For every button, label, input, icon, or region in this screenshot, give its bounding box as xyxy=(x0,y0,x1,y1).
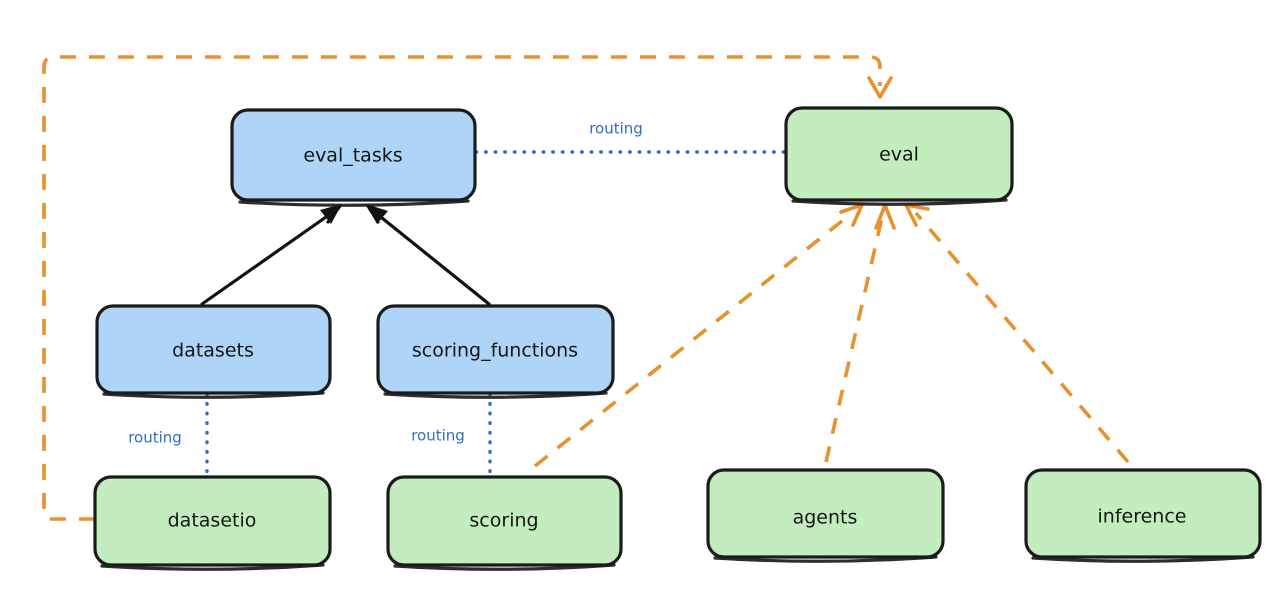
node-datasets-label: datasets xyxy=(172,340,254,362)
node-eval-label: eval xyxy=(879,144,919,166)
arrowhead-datasetio-eval xyxy=(867,76,893,99)
node-inference-shape xyxy=(1024,468,1262,559)
node-scoring-sketch xyxy=(393,563,616,571)
node-agents-shape xyxy=(706,468,945,559)
node-eval-shape xyxy=(784,106,1014,202)
node-eval-tasks-sketch xyxy=(238,199,470,207)
arrowhead-scoring-eval xyxy=(839,203,864,227)
edge-datasetio-to-eval xyxy=(42,55,893,521)
edge-agents-to-eval xyxy=(824,203,896,463)
node-agents[interactable]: agents xyxy=(706,468,945,563)
node-scoring-label: scoring xyxy=(469,510,538,532)
node-datasets-shape xyxy=(95,304,332,395)
node-eval-sketch xyxy=(791,198,1008,206)
node-datasetio-shape xyxy=(93,475,332,567)
node-scoring[interactable]: scoring xyxy=(386,475,623,571)
node-layer: eval_tasks eval datasets scoring_functio… xyxy=(93,106,1262,571)
node-datasetio-sketch xyxy=(100,563,325,571)
node-scoring-functions-sketch xyxy=(383,391,608,399)
node-eval-tasks-label: eval_tasks xyxy=(303,145,402,167)
edge-layer xyxy=(42,55,1130,521)
node-agents-sketch xyxy=(713,555,938,563)
node-datasetio-label: datasetio xyxy=(168,510,257,532)
node-eval[interactable]: eval xyxy=(784,106,1014,206)
node-agents-label: agents xyxy=(793,507,858,529)
node-scoring-functions-label: scoring_functions xyxy=(412,340,578,362)
node-scoring-functions-shape xyxy=(376,304,615,395)
node-scoring-shape xyxy=(386,475,623,567)
node-inference-label: inference xyxy=(1098,506,1187,528)
node-eval-tasks[interactable]: eval_tasks xyxy=(230,108,477,207)
edge-label-routing-datasetio: routing xyxy=(128,429,182,447)
edge-label-routing-scoring: routing xyxy=(411,427,465,445)
node-scoring-functions[interactable]: scoring_functions xyxy=(376,304,615,399)
edge-label-layer: routing routing routing xyxy=(128,120,643,447)
node-datasets[interactable]: datasets xyxy=(95,304,332,399)
node-inference-sketch xyxy=(1031,555,1255,563)
edge-datasets-to-eval_tasks xyxy=(200,204,342,306)
node-inference[interactable]: inference xyxy=(1024,468,1262,563)
arrowhead-agents-eval xyxy=(874,203,896,230)
node-datasets-sketch xyxy=(102,391,325,399)
node-datasetio[interactable]: datasetio xyxy=(93,475,332,571)
node-eval-tasks-shape xyxy=(230,108,477,202)
edge-label-routing-eval: routing xyxy=(589,120,643,138)
edge-inference-to-eval xyxy=(904,203,1130,464)
edge-scoring_functions-to-eval_tasks xyxy=(366,204,491,306)
